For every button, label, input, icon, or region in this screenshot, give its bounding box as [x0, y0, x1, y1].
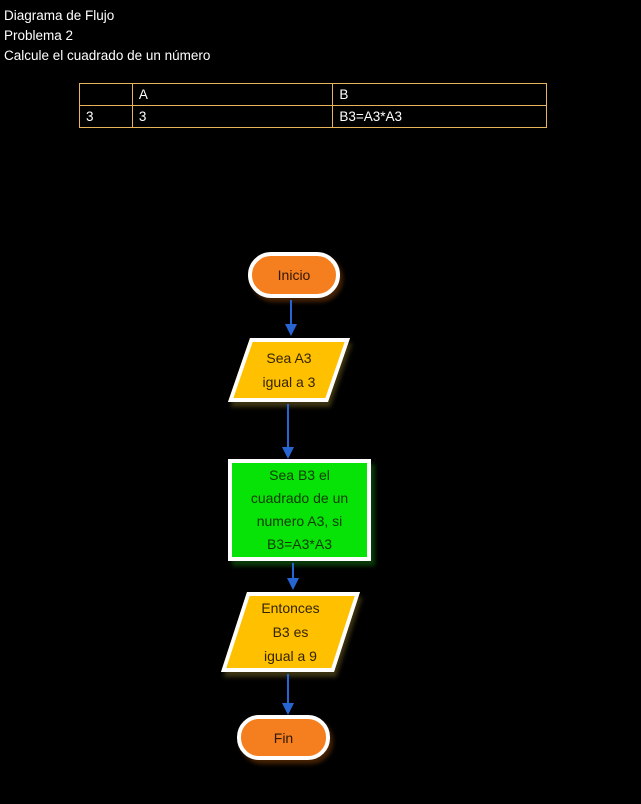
arrow-down-icon	[287, 578, 299, 590]
header-text-block: Diagrama de Flujo Problema 2 Calcule el …	[4, 6, 210, 66]
arrow-down-icon	[282, 703, 294, 715]
cell-b3[interactable]: B3=A3*A3	[332, 105, 547, 128]
flow-arrow-4[interactable]	[287, 674, 289, 705]
node-sea-a3-line2: igual a 3	[262, 374, 316, 390]
node-entonces-line2: B3 es	[272, 624, 309, 640]
title-line-3: Calcule el cuadrado de un número	[4, 48, 211, 63]
arrow-down-icon	[282, 447, 294, 459]
node-entonces-line1: Entonces	[261, 600, 320, 616]
node-entonces-line3: igual a 9	[264, 648, 317, 664]
node-proceso-cuadrado[interactable]: Sea B3 el cuadrado de un numero A3, si B…	[228, 459, 371, 561]
column-header-a[interactable]: A	[131, 83, 334, 106]
flow-arrow-3[interactable]	[292, 563, 294, 580]
node-proceso-line3: numero A3, si	[256, 513, 343, 529]
node-sea-a3[interactable]: Sea A3 igual a 3	[227, 338, 351, 402]
title-line-2: Problema 2	[4, 28, 74, 43]
arrow-down-icon	[285, 324, 297, 336]
column-header-b[interactable]: B	[332, 83, 547, 106]
node-proceso-line1: Sea B3 el	[269, 467, 330, 483]
node-fin[interactable]: Fin	[237, 715, 330, 760]
flow-arrow-1[interactable]	[290, 300, 292, 326]
cell-a3[interactable]: 3	[131, 105, 334, 128]
flow-arrow-2[interactable]	[287, 404, 289, 448]
node-sea-a3-text: Sea A3 igual a 3	[243, 346, 335, 394]
node-proceso-line2: cuadrado de un	[250, 490, 349, 506]
node-inicio-label: Inicio	[277, 267, 311, 283]
node-sea-a3-line1: Sea A3	[266, 350, 312, 366]
node-inicio[interactable]: Inicio	[248, 252, 340, 298]
row-header-3[interactable]: 3	[79, 105, 133, 128]
title-line-1: Diagrama de Flujo	[4, 8, 115, 23]
table-row: 3 3 B3=A3*A3	[79, 105, 547, 128]
table-header-row: A B	[79, 83, 547, 106]
node-entonces[interactable]: Entonces B3 es igual a 9	[221, 592, 360, 672]
node-proceso-line4: B3=A3*A3	[267, 536, 332, 552]
corner-header-cell[interactable]	[79, 83, 133, 106]
node-fin-label: Fin	[273, 729, 294, 746]
node-entonces-text: Entonces B3 es igual a 9	[238, 596, 343, 668]
data-table: A B 3 3 B3=A3*A3	[79, 83, 547, 128]
